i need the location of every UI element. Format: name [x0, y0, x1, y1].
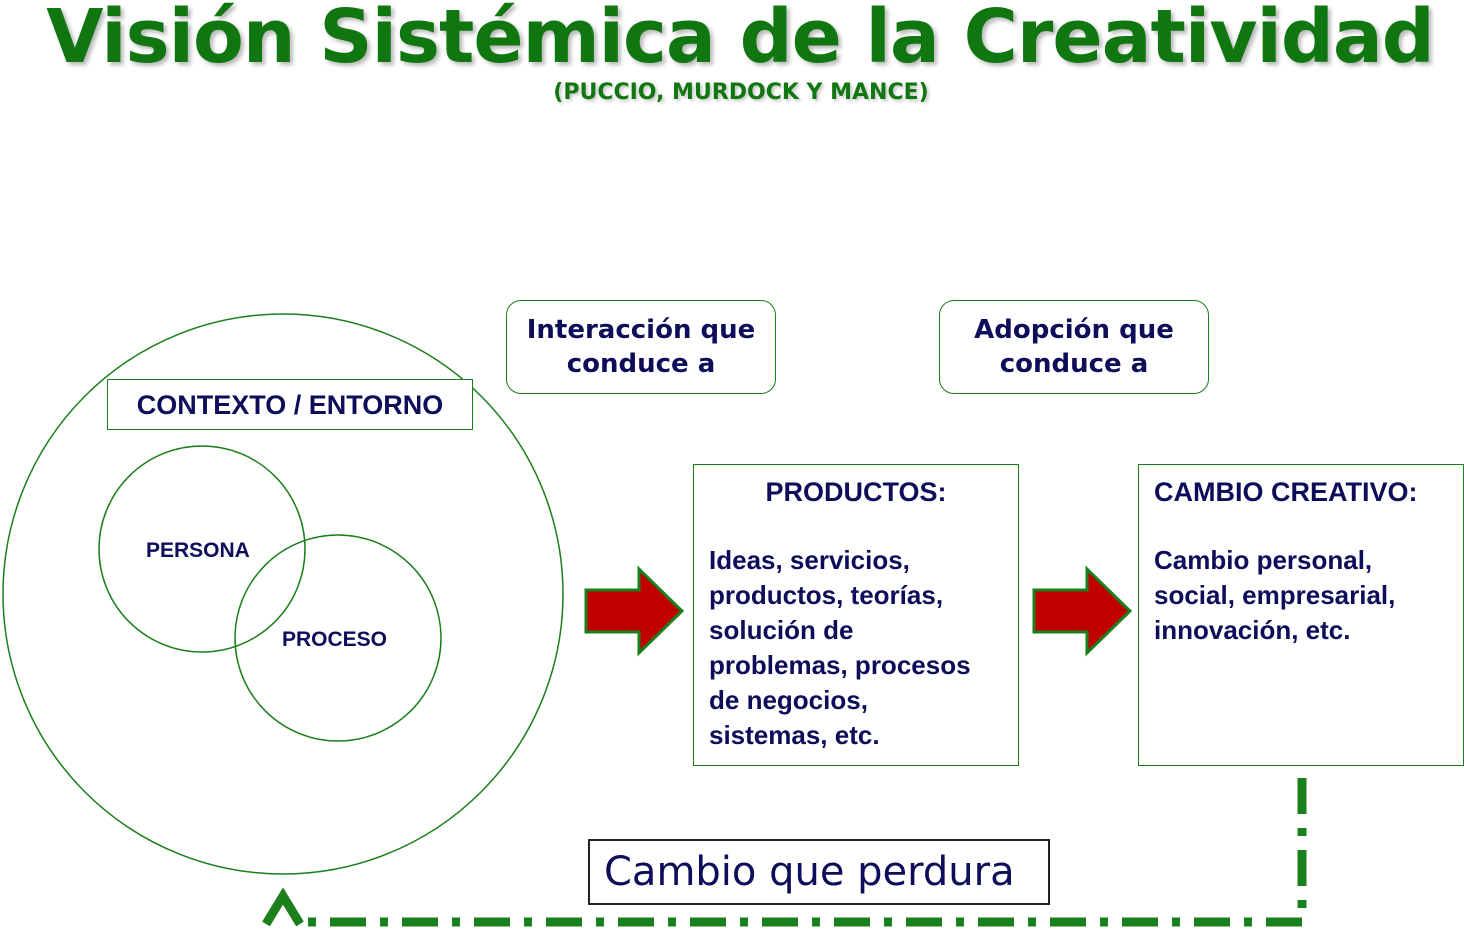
creative-change-box: CAMBIO CREATIVO: Cambio personal, social… [1138, 464, 1464, 766]
proceso-circle [234, 534, 442, 742]
interaction-box: Interacción que conduce a [506, 300, 776, 394]
proceso-label: PROCESO [282, 628, 388, 651]
persona-circle [98, 445, 306, 653]
persona-label: PERSONA [146, 539, 250, 562]
context-label: CONTEXTO / ENTORNO [136, 389, 444, 420]
context-circle [2, 313, 564, 875]
page-subtitle: (PUCCIO, MURDOCK Y MANCE) [553, 80, 929, 105]
products-body: Ideas, servicios, productos, teorías, so… [709, 545, 971, 750]
feedback-arrowhead [262, 887, 304, 927]
arrow-to-change [1032, 565, 1133, 657]
lasting-change-label: Cambio que perdura [588, 839, 1050, 905]
adoption-box: Adopción que conduce a [939, 300, 1209, 394]
context-label-box: CONTEXTO / ENTORNO [107, 379, 473, 430]
products-heading: PRODUCTOS: [765, 477, 947, 507]
interaction-text: Interacción que conduce a [526, 315, 756, 379]
creative-change-heading: CAMBIO CREATIVO: [1154, 477, 1418, 507]
page-title: Visión Sistémica de la Creatividad [46, 0, 1434, 80]
creative-change-body: Cambio personal, social, empresarial, in… [1154, 545, 1396, 645]
adoption-text: Adopción que conduce a [974, 315, 1174, 379]
arrow-to-products [584, 565, 685, 657]
products-box: PRODUCTOS: Ideas, servicios, productos, … [693, 464, 1019, 766]
